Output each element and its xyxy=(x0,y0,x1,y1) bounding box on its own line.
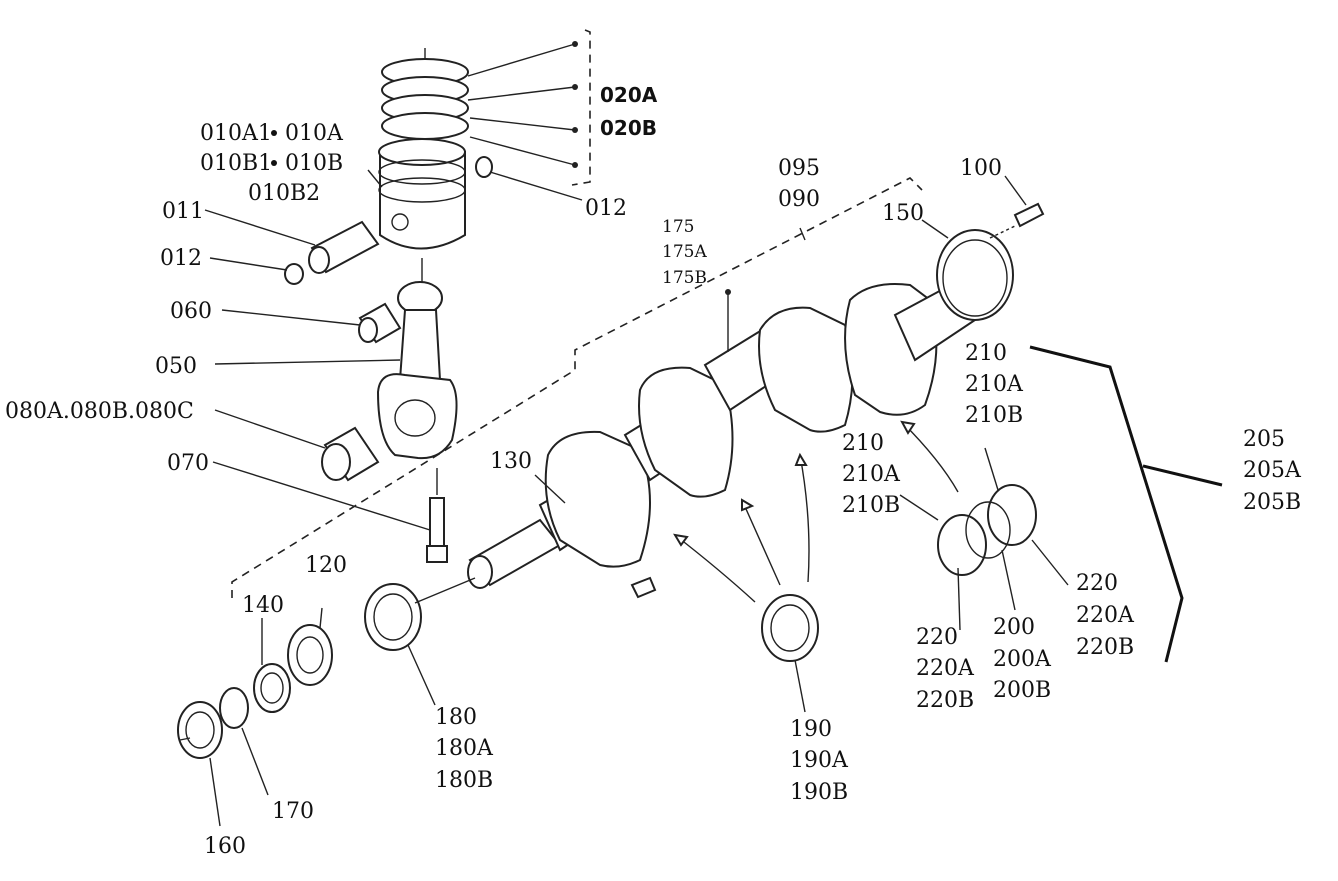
dowel-pin xyxy=(989,202,1045,239)
piston xyxy=(378,138,466,250)
label-190b: 190B xyxy=(790,780,848,805)
label-020b: 020B xyxy=(600,116,657,140)
piston-rings xyxy=(381,48,469,175)
front-main-bearing xyxy=(364,583,422,651)
main-bearing-case-200 xyxy=(937,484,1037,576)
small-end-bushing xyxy=(358,302,402,344)
label-200: 200 xyxy=(993,615,1035,640)
label-010b2: 010B2 xyxy=(248,181,320,206)
label-050: 050 xyxy=(155,354,197,379)
label-210b-top: 210B xyxy=(965,403,1023,428)
o-ring xyxy=(219,687,249,729)
label-200a: 200A xyxy=(993,647,1052,672)
sleeve-gear xyxy=(253,663,291,713)
group-bracket-205 xyxy=(1029,345,1223,663)
label-095: 095 xyxy=(778,156,820,181)
circlip-right xyxy=(475,156,493,178)
leader-lines xyxy=(179,29,1069,827)
label-011: 011 xyxy=(162,199,204,224)
label-220-right: 220 xyxy=(1076,571,1118,596)
label-150: 150 xyxy=(882,201,924,226)
label-180: 180 xyxy=(435,705,477,730)
label-010a1: 010A1 xyxy=(200,121,272,146)
label-210-mid: 210 xyxy=(842,431,884,456)
label-180b: 180B xyxy=(435,768,493,793)
label-220b-right: 220B xyxy=(1076,635,1134,660)
piston-pin xyxy=(308,220,380,274)
label-205a: 205A xyxy=(1243,458,1302,483)
front-oil-seal xyxy=(177,701,223,759)
label-175a: 175A xyxy=(662,242,707,262)
label-210a-top: 210A xyxy=(965,372,1024,397)
label-070: 070 xyxy=(167,451,209,476)
label-180a: 180A xyxy=(435,736,494,761)
label-210a-mid: 210A xyxy=(842,462,901,487)
label-010a: 010A xyxy=(285,121,344,146)
dashed-assembly-boundary xyxy=(231,177,923,598)
label-012-left: 012 xyxy=(160,246,202,271)
label-220-left: 220 xyxy=(916,625,958,650)
label-separator-dot xyxy=(271,160,277,166)
label-120: 120 xyxy=(305,553,347,578)
connecting-rod-bolt xyxy=(426,468,448,563)
label-080: 080A.080B.080C xyxy=(5,399,194,424)
label-210b-mid: 210B xyxy=(842,493,900,518)
crank-gear xyxy=(287,624,333,686)
label-175b: 175B xyxy=(662,268,707,288)
label-140: 140 xyxy=(242,593,284,618)
label-012-right: 012 xyxy=(585,196,627,221)
label-060: 060 xyxy=(170,299,212,324)
label-170: 170 xyxy=(272,799,314,824)
part-labels: 020A 020B 010A1 010A 010B1 010B 010B2 01… xyxy=(5,83,1302,859)
label-separator-dot xyxy=(271,130,277,136)
label-010b: 010B xyxy=(285,151,343,176)
label-205: 205 xyxy=(1243,427,1285,452)
connecting-rod xyxy=(376,258,458,460)
label-220a-left: 220A xyxy=(916,656,975,681)
label-130: 130 xyxy=(490,449,532,474)
label-090: 090 xyxy=(778,187,820,212)
label-200b: 200B xyxy=(993,678,1051,703)
label-220b-left: 220B xyxy=(916,688,974,713)
main-bearing-190 xyxy=(761,594,819,662)
label-100: 100 xyxy=(960,156,1002,181)
big-end-bearing xyxy=(321,426,380,482)
label-020a: 020A xyxy=(600,83,658,107)
label-220a-right: 220A xyxy=(1076,603,1135,628)
woodruff-key xyxy=(630,576,657,599)
assembly-arrows xyxy=(673,420,959,603)
label-205b: 205B xyxy=(1243,490,1301,515)
label-010b1: 010B1 xyxy=(200,151,272,176)
label-175: 175 xyxy=(662,217,694,237)
label-210-top: 210 xyxy=(965,341,1007,366)
label-190: 190 xyxy=(790,717,832,742)
crankshaft xyxy=(467,278,977,589)
label-160: 160 xyxy=(204,834,246,859)
circlip-left xyxy=(284,263,304,285)
label-190a: 190A xyxy=(790,748,849,773)
rear-oil-seal xyxy=(936,229,1014,321)
